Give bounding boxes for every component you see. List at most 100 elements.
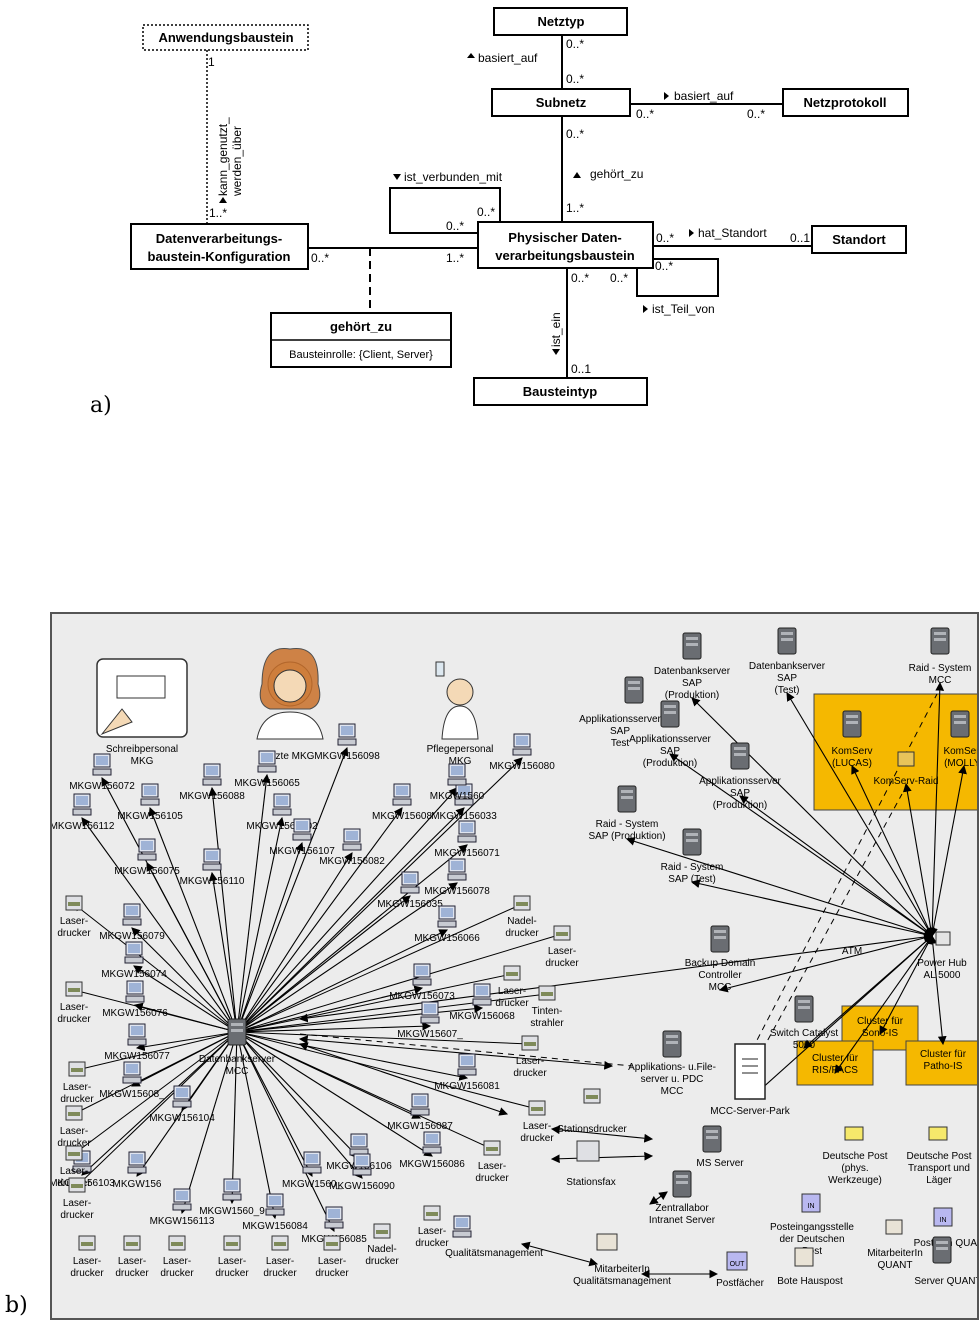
hub-printer-link (76, 1031, 238, 1187)
mitarbeiterin-qm: MitarbeiterIn Qualitätsmanagement (573, 1233, 671, 1287)
label: KomServ (943, 746, 979, 757)
hub-link-line (208, 786, 241, 1034)
label: Raid - System (909, 663, 972, 674)
workstation-label: MKGW156088 (179, 791, 245, 802)
assoc-label-ist-ein: ist_ein (549, 312, 563, 347)
workstation-label: MKGW156081 (434, 1081, 500, 1092)
peripheral-link (298, 1042, 509, 1116)
deutsche-post-phys: Deutsche Post (phys. Werkzeuge) (822, 1126, 888, 1186)
mult: 0..* (655, 259, 673, 273)
workstation-node: MKGW156075 (114, 838, 180, 877)
power-hub-link (298, 932, 934, 1023)
app-server-sap-prod-1: Applikationsserver SAP (Produktion) (629, 700, 712, 769)
raid-system-sap-test: Raid - System SAP (Test) (661, 828, 723, 885)
server-quant: Server QUANT (914, 1236, 977, 1287)
hub-printer-link (236, 1028, 531, 1048)
printer-label: Laser- (73, 1256, 101, 1267)
workstation-label: MKGW156072 (69, 781, 135, 792)
workstation-node: MKGW156074 (101, 941, 167, 980)
zentrallabor-intranet-server: Zentrallabor Intranet Server (649, 1170, 716, 1226)
label: SAP (682, 678, 702, 689)
class-bausteintyp (473, 377, 648, 406)
class-physischer-label-2: verarbeitungsbaustein (495, 248, 634, 263)
laser-printer-node: Laser-drucker (60, 1061, 94, 1105)
assoc-direction-icon (393, 174, 401, 180)
server-connections (298, 681, 967, 1279)
assoc-direction-icon (689, 229, 694, 237)
label: der Deutschen (779, 1234, 844, 1245)
workstation-node: MKGW156 (113, 1151, 162, 1190)
mult: 1..* (446, 251, 464, 265)
laser-printer-node: Laser-drucker (475, 1140, 509, 1184)
label: (phys. (841, 1163, 868, 1174)
mult: 0..* (747, 107, 765, 121)
mult: 0..1 (571, 362, 591, 376)
workstation-label: MKGW156086 (399, 1159, 465, 1170)
peripheral-link (520, 1241, 599, 1267)
label: Zentrallabor (655, 1203, 709, 1214)
label: (Produktion) (665, 690, 719, 701)
laser-printer-node: Laser-drucker (215, 1235, 249, 1279)
assoc-label-kann-genutzt-1: kann_genutzt_ (216, 117, 230, 196)
workstation-node: MKGW156066 (414, 905, 480, 944)
peripheral-link (550, 1151, 654, 1164)
workstation-label: MKGW156033 (431, 811, 497, 822)
dashed-link (299, 1033, 633, 1067)
figure-label-b: b) (5, 1293, 28, 1318)
mult: 0..1 (790, 231, 810, 245)
class-datenverarbeitung-label-1: Datenverarbeitungs- (156, 231, 282, 246)
workstation-node: MKGW156081 (434, 1053, 500, 1092)
workstation-node: MKGW156077 (104, 1023, 170, 1062)
class-anwendungsbaustein-label: Anwendungsbaustein (158, 30, 293, 45)
label: Transport und (908, 1163, 970, 1174)
workstation-node: MKGW156088 (179, 763, 245, 802)
printer-label: Laser- (63, 1198, 91, 1209)
workstation-label: MKGW1560 (430, 791, 485, 802)
workstation-label: MKGW156104 (149, 1113, 215, 1124)
hub-link-line (236, 1031, 360, 1159)
label: IN (940, 1217, 947, 1224)
class-gehoert-zu-label: gehört_zu (330, 319, 392, 334)
atm-label: ATM (842, 946, 862, 957)
label: Datenbankserver (654, 666, 731, 677)
workstation-node: MKGW156113 (150, 1188, 215, 1227)
workstation-label: MKGW156076 (102, 1008, 168, 1019)
workstation-label: MKGW156068 (449, 1011, 515, 1022)
cluster-ris-label: Cluster für (812, 1053, 859, 1064)
pflegepersonal-label-2: MKG (449, 756, 472, 767)
hub-printer-link (236, 1029, 538, 1112)
label: (LUCAS) (832, 758, 872, 769)
laser-printer-node: Laser-drucker (60, 1177, 94, 1221)
label: Test (611, 738, 630, 749)
laser-printer-node: Laser-drucker (160, 1235, 194, 1279)
hub-link-line (235, 841, 304, 1034)
laser-printer-node: Laser-drucker (513, 1035, 547, 1079)
label: 5000 (793, 1040, 816, 1051)
label: SAP (777, 673, 797, 684)
workstation-label: MKGW156080 (489, 761, 555, 772)
assoc-label-gehoert-zu: gehört_zu (590, 167, 643, 181)
class-subnetz (491, 88, 631, 117)
workstation-label: MKGW156098 (314, 751, 380, 762)
printer-label: drucker (160, 1268, 194, 1279)
assoc-label-ist-teil-von: ist_Teil_von (652, 302, 715, 316)
mult: 0..* (311, 251, 329, 265)
printer-label: drucker (475, 1173, 509, 1184)
printers: Laser-druckerLaser-druckerLaser-druckerL… (57, 895, 579, 1279)
label: SAP (660, 746, 680, 757)
stationsfax: Stationsfax (566, 1140, 616, 1188)
workstation-label: MKGW156078 (424, 886, 490, 897)
workstation-label: MKGW156079 (99, 931, 165, 942)
printer-label: drucker (415, 1238, 449, 1249)
workstation-node: MKGW156080 (489, 733, 555, 772)
workstation-node: MKGW156033 (431, 783, 497, 822)
workstation-label: MKGW15608_ (99, 1089, 165, 1100)
printer-label: drucker (57, 1138, 91, 1149)
label: Läger (926, 1175, 952, 1186)
workstation-label: MKGW156071 (434, 848, 500, 859)
workstation-node: MKGW156084 (242, 1193, 308, 1232)
class-netztyp (493, 7, 628, 36)
qualitaetsmanagement-pc: Qualitätsmanagement (445, 1215, 543, 1259)
mult: 0..* (566, 37, 584, 51)
label: Raid - System (596, 819, 659, 830)
